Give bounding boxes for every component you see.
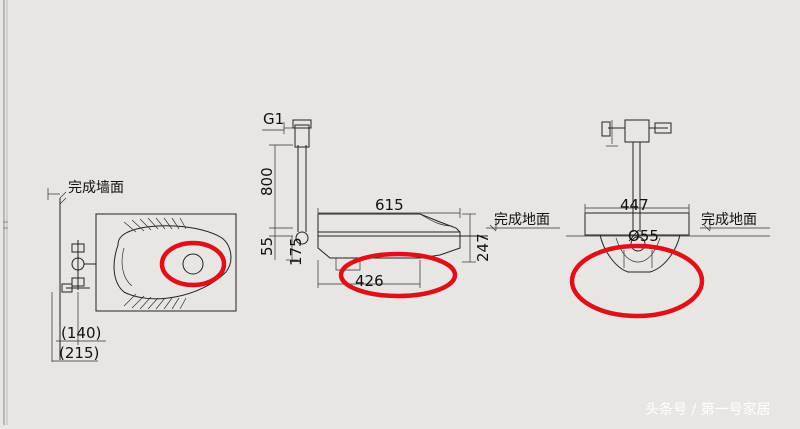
dim-426: 426	[355, 272, 384, 290]
dim-215: (215)	[59, 344, 99, 362]
dim-55: 55	[258, 237, 276, 256]
side-view	[262, 119, 560, 288]
label-finished-floor-end: 完成地面	[701, 212, 757, 228]
label-finished-floor-side: 完成地面	[494, 212, 550, 228]
label-finished-wall: 完成墙面	[68, 180, 124, 196]
label-g1: G1	[263, 110, 284, 128]
dim-175: 175	[287, 237, 305, 266]
dim-800: 800	[258, 167, 276, 196]
dim-140: (140)	[61, 324, 101, 342]
dim-247: 247	[474, 233, 492, 262]
highlight-end-bowl	[569, 243, 705, 319]
plan-view	[47, 188, 237, 362]
dim-dia-55: Ø55	[628, 227, 659, 245]
dim-615: 615	[375, 196, 404, 214]
frame-edge	[3, 0, 8, 425]
highlight-drain-plan	[159, 240, 227, 288]
highlight-426-dim	[338, 251, 458, 299]
dim-447: 447	[620, 196, 649, 214]
watermark: 头条号 / 第一号家居	[645, 401, 771, 418]
